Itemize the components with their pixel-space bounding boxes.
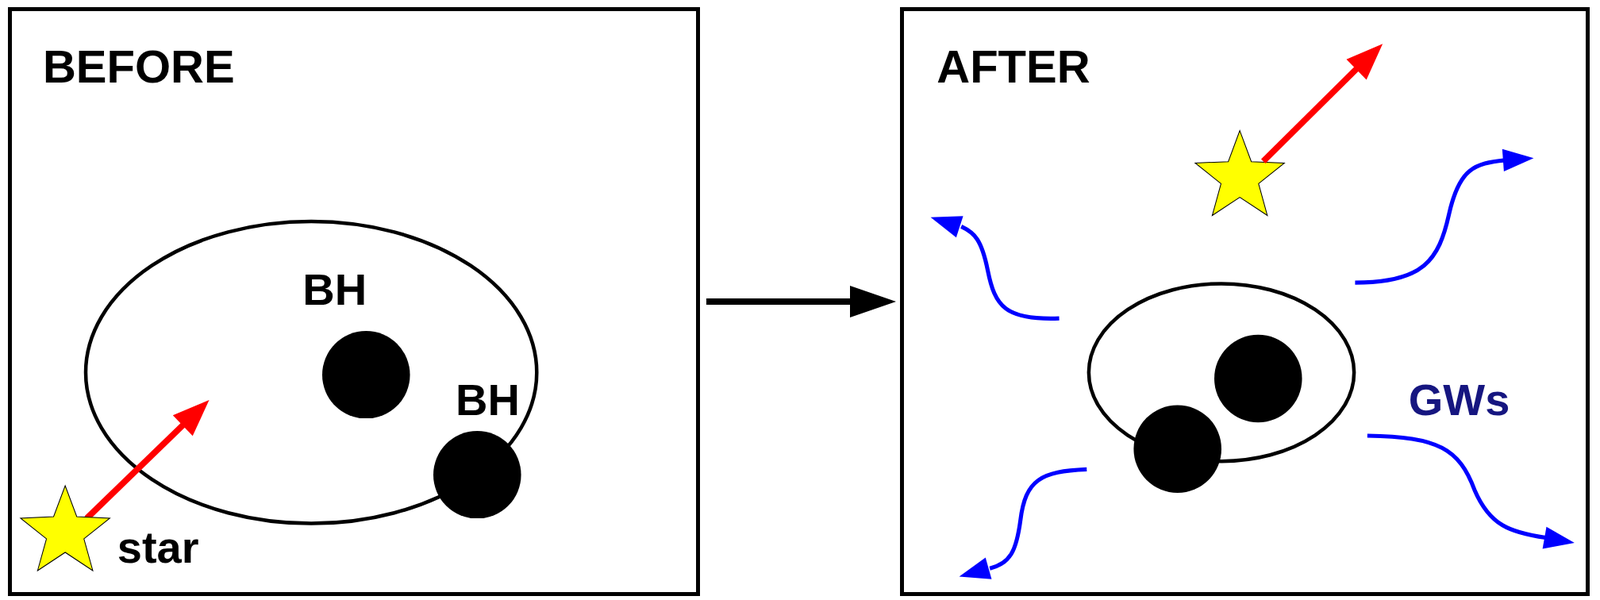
stage-panel: BEFOREBHBHstar (7, 7, 700, 597)
star-symbol: star (18, 485, 112, 580)
black-hole-label: BH (455, 377, 520, 423)
transition-arrow (706, 285, 897, 318)
orbit-ellipse (1088, 283, 1354, 462)
black-hole (1214, 334, 1303, 424)
wave-label: GWs (1408, 377, 1511, 423)
panel-title: AFTER (936, 43, 1090, 90)
black-hole: BH (433, 430, 522, 520)
wave-arrowhead (1542, 526, 1575, 550)
wave-arrowhead (930, 215, 964, 238)
wave-arrowhead (959, 557, 993, 579)
black-hole-disc (433, 430, 522, 520)
arrow-head (850, 285, 897, 318)
black-hole-disc (322, 330, 411, 420)
star-polygon (20, 485, 110, 571)
velocity-arrowhead (1346, 43, 1384, 80)
wave-arrow (989, 469, 1087, 569)
velocity-arrowhead (173, 400, 210, 436)
wave-arrowhead (1502, 149, 1535, 172)
star-label: star (117, 525, 200, 570)
black-hole (1133, 404, 1222, 493)
arrow-shaft (706, 298, 854, 305)
black-hole-label: BH (302, 267, 367, 312)
stage-panel: AFTER (900, 7, 1590, 597)
velocity-arrow (86, 423, 185, 520)
wave-arrow (1354, 160, 1505, 283)
black-hole-shape (433, 430, 522, 520)
panel-title: BEFORE (42, 43, 235, 90)
velocity-arrow (1263, 67, 1359, 162)
orbit-ellipse (85, 221, 537, 524)
black-hole-shape (322, 330, 411, 420)
wave-arrow (1367, 435, 1547, 539)
star-symbol (1195, 130, 1285, 216)
star-shape (18, 485, 112, 580)
wave-arrow (961, 226, 1059, 319)
black-hole: BH (322, 330, 411, 420)
